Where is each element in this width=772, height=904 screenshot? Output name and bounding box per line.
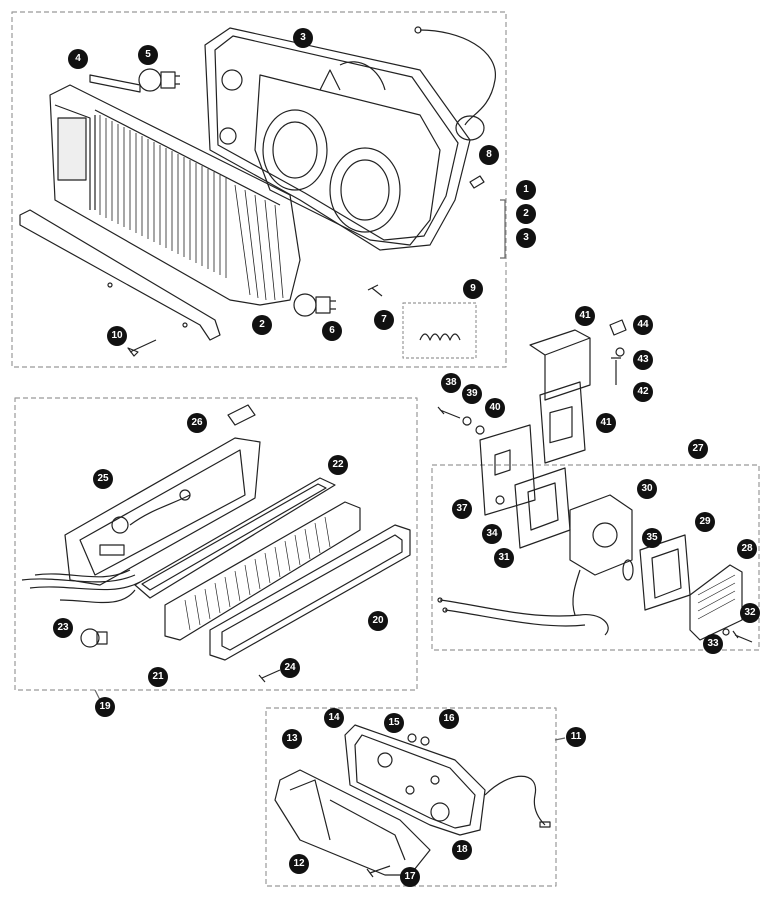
bracket-37 (479, 424, 536, 516)
spring-9 (419, 333, 461, 341)
callout-10: 10 (107, 326, 127, 346)
callout-28: 28 (737, 539, 757, 559)
callout-35: 35 (642, 528, 662, 548)
callout-6: 6 (322, 321, 342, 341)
callout-5: 5 (138, 45, 158, 65)
screw-7 (367, 284, 383, 297)
leader-11 (554, 737, 566, 741)
washer-40 (475, 425, 485, 435)
screw-10 (127, 339, 157, 357)
callout-1: 1 (516, 180, 536, 200)
callout-23: 23 (53, 618, 73, 638)
screw-38 (437, 406, 461, 419)
callout-27: 27 (688, 439, 708, 459)
callout-22: 22 (328, 455, 348, 475)
callout-7: 7 (374, 310, 394, 330)
callout-24: 24 (280, 658, 300, 678)
screw-17 (366, 865, 391, 878)
callout-31: 31 (494, 548, 514, 568)
callout-2: 2 (252, 315, 272, 335)
callout-3: 3 (516, 228, 536, 248)
callout-44: 44 (633, 315, 653, 335)
callout-41: 41 (575, 306, 595, 326)
callout-38: 38 (441, 373, 461, 393)
callout-43: 43 (633, 350, 653, 370)
callout-20: 20 (368, 611, 388, 631)
callout-32: 32 (740, 603, 760, 623)
callout-40: 40 (485, 398, 505, 418)
bulb-6 (293, 293, 336, 317)
headlamp-housing (254, 69, 441, 246)
lens-28 (689, 564, 743, 641)
callout-8: 8 (479, 145, 499, 165)
lens-21 (164, 501, 361, 641)
callout-39: 39 (462, 384, 482, 404)
nut-16 (420, 736, 430, 746)
callout-13: 13 (282, 729, 302, 749)
socket-30 (569, 494, 633, 616)
screw-42 (611, 357, 621, 385)
lamp-housing-25 (64, 437, 261, 586)
callout-42: 42 (633, 382, 653, 402)
screw-24 (258, 669, 281, 683)
screw-32 (732, 630, 753, 643)
marker-panel-border (431, 464, 760, 651)
gasket-14 (344, 724, 486, 836)
washer-33 (722, 628, 730, 636)
callout-11: 11 (566, 727, 586, 747)
nut-44 (609, 319, 627, 336)
seal-22 (134, 477, 336, 599)
bulb-35 (622, 559, 634, 581)
mounting-strip-4 (89, 74, 141, 93)
callout-9: 9 (463, 279, 483, 299)
wires-marker (437, 597, 609, 636)
numberplate-panel-border (14, 397, 418, 691)
callout-15: 15 (384, 713, 404, 733)
gasket-31 (514, 467, 571, 549)
callout-17: 17 (400, 867, 420, 887)
lens-2 (49, 84, 301, 306)
washer-15 (407, 733, 417, 743)
callout-2: 2 (516, 204, 536, 224)
bulb-5 (138, 68, 180, 92)
callout-29: 29 (695, 512, 715, 532)
bracket-41 (529, 329, 591, 464)
callout-21: 21 (148, 667, 168, 687)
washer-43 (615, 347, 625, 357)
headlamp-panel-border (11, 11, 507, 368)
callout-41: 41 (596, 413, 616, 433)
callout-3: 3 (293, 28, 313, 48)
callout-34: 34 (482, 524, 502, 544)
callout-16: 16 (439, 709, 459, 729)
callout-12: 12 (289, 854, 309, 874)
frame-20 (209, 524, 411, 661)
callout-37: 37 (452, 499, 472, 519)
headlamp-wire (339, 26, 496, 141)
wires-numberplate (21, 569, 141, 604)
nut-34 (495, 495, 505, 505)
callout-18: 18 (452, 840, 472, 860)
washer-39 (462, 416, 472, 426)
callout-25: 25 (93, 469, 113, 489)
callout-26: 26 (187, 413, 207, 433)
callout-33: 33 (703, 634, 723, 654)
clip-26 (227, 404, 256, 426)
callout-14: 14 (324, 708, 344, 728)
bulb-23 (80, 628, 108, 648)
callout-19: 19 (95, 697, 115, 717)
rear-wire (484, 775, 551, 828)
bracket (19, 209, 221, 341)
callout-4: 4 (68, 49, 88, 69)
callout-30: 30 (637, 479, 657, 499)
spring-box-9 (402, 302, 477, 359)
screw-8 (469, 175, 485, 189)
leader-bracket-123 (500, 199, 506, 259)
